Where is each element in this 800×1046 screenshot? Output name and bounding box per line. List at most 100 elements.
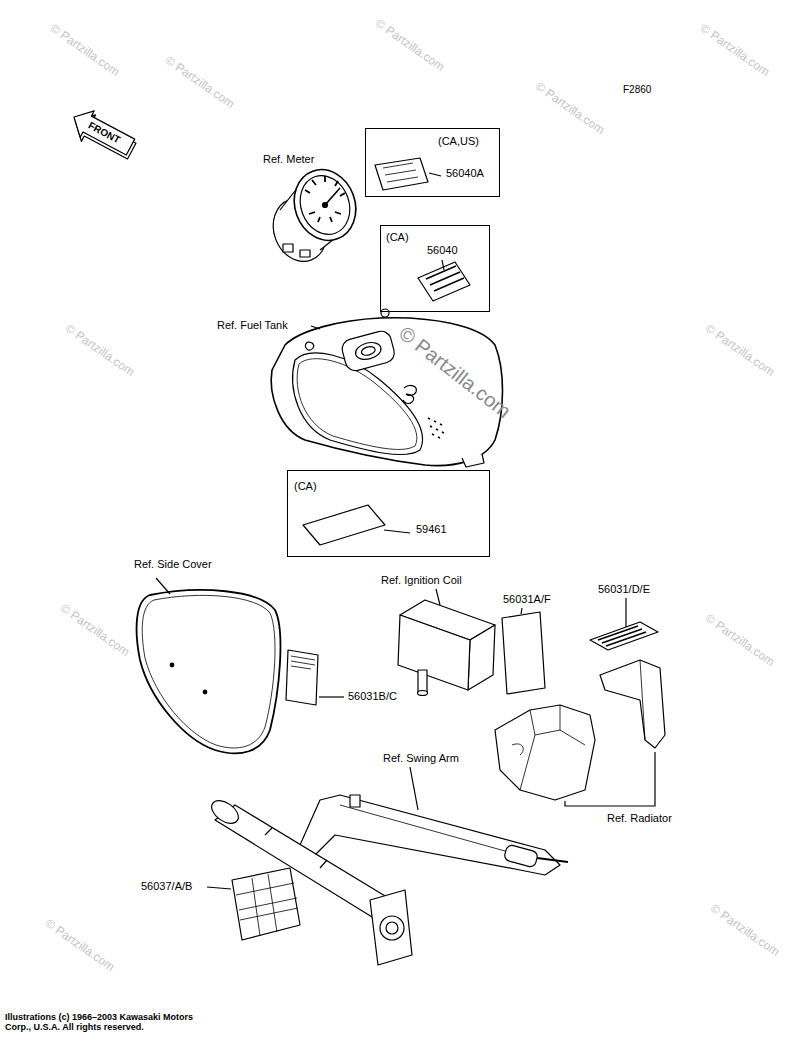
sticker-56037-part xyxy=(236,874,298,936)
radiator-illustration-part xyxy=(495,705,595,800)
sticker-56040 xyxy=(375,260,470,326)
swing-arm-illustration-part xyxy=(386,922,398,934)
watermark: © Partzilla.com xyxy=(63,321,137,379)
swing-arm-illustration-part xyxy=(380,916,404,940)
swing-arm-illustration-part xyxy=(340,805,530,858)
swing-arm-illustration-part xyxy=(537,858,568,862)
fuel-tank-illustration-part xyxy=(297,359,417,450)
sticker-56031-d-e xyxy=(590,598,658,650)
watermark: © Partzilla.com xyxy=(395,322,515,422)
radiator-illustration-part xyxy=(512,705,585,790)
sticker-56037-part xyxy=(232,868,300,940)
front-arrow xyxy=(66,104,141,165)
meter-illustration-part xyxy=(305,176,345,222)
side-cover-illustration-part xyxy=(142,595,275,748)
swing-arm-illustration-part xyxy=(300,795,560,875)
copyright-note: Illustrations (c) 1966–2003 Kawasaki Mot… xyxy=(4,1012,218,1032)
swing-arm-illustration-part xyxy=(370,890,412,965)
sticker-56031b-c xyxy=(286,650,344,705)
callout-number: 56040A xyxy=(446,167,484,180)
part-name: Ref. Radiator xyxy=(606,812,673,825)
watermark: © Partzilla.com xyxy=(703,611,777,669)
figure-number: F2860 xyxy=(622,84,652,96)
sticker-56031a-f-part xyxy=(502,612,545,694)
ignition-coil-illustration xyxy=(398,589,495,696)
region-box: (CA) 56040 xyxy=(380,225,490,312)
sticker-56031b-c-part xyxy=(286,650,318,705)
watermark: © Partzilla.com xyxy=(373,16,447,74)
sticker-56031-d-e-part xyxy=(598,626,646,646)
callout-number: 56031B/C xyxy=(347,690,398,703)
drawing-part xyxy=(66,104,665,965)
watermark: © Partzilla.com xyxy=(698,21,772,79)
swing-arm-illustration-part xyxy=(265,828,327,868)
sticker-56037-part xyxy=(207,887,231,889)
swing-arm-illustration-part xyxy=(350,795,360,807)
part-name: Ref. Swing Arm xyxy=(382,752,460,765)
side-cover-illustration-part xyxy=(203,690,207,694)
watermark: © Partzilla.com xyxy=(48,21,122,79)
sticker-56031b-c-part xyxy=(319,696,344,697)
fuel-tank-illustration-part-part xyxy=(354,340,383,362)
sticker-56040a-part xyxy=(383,163,418,182)
side-cover-illustration-part xyxy=(156,578,170,594)
sticker-56040-part xyxy=(426,266,464,291)
ignition-coil-illustration-part xyxy=(418,691,428,696)
fuel-tank-illustration xyxy=(271,318,502,467)
side-cover-illustration-part xyxy=(170,663,174,667)
callout-number: 59461 xyxy=(416,523,447,536)
swing-arm-illustration-part xyxy=(410,767,418,810)
sticker-59461-part xyxy=(303,505,385,545)
sticker-56031a-f-part xyxy=(521,608,522,614)
sticker-56031a-f xyxy=(502,608,545,694)
fuel-tank-illustration-part xyxy=(403,385,416,403)
meter-illustration-part xyxy=(300,250,310,257)
fuel-tank-illustration-part xyxy=(428,418,444,438)
swing-arm-illustration xyxy=(208,767,568,965)
part-name: Ref. Ignition Coil xyxy=(380,574,463,587)
fuel-tank-illustration-part xyxy=(340,329,397,373)
sticker-56031-d-e-part xyxy=(625,598,626,627)
sticker-56040a xyxy=(375,158,441,190)
ignition-coil-illustration-part xyxy=(398,615,470,690)
ignition-coil-illustration-part xyxy=(436,589,440,605)
region-code: (CA) xyxy=(386,231,409,244)
ignition-coil-illustration-part xyxy=(418,670,427,692)
meter-illustration-part xyxy=(292,169,358,242)
sticker-56031-d-e-part xyxy=(590,622,658,650)
region-code: (CA) xyxy=(294,480,317,493)
region-box: (CA) 59461 xyxy=(287,470,490,557)
fuel-tank-illustration-part-part xyxy=(340,329,397,373)
meter-illustration-part xyxy=(323,203,328,208)
swing-arm-illustration-part xyxy=(503,844,538,868)
sticker-56040-part xyxy=(442,260,444,270)
callout-number: 56037/A/B xyxy=(140,880,193,893)
watermark: © Partzilla.com xyxy=(43,916,117,974)
part-name: Ref. Side Cover xyxy=(133,558,213,571)
part-name: Ref. Meter xyxy=(262,153,315,166)
callout-number: 56040 xyxy=(427,244,458,257)
watermark: © Partzilla.com xyxy=(708,901,782,959)
meter-illustration-part xyxy=(284,161,365,249)
watermark: © Partzilla.com xyxy=(58,601,132,659)
meter-illustration xyxy=(265,161,366,269)
sticker-56040a-part xyxy=(375,158,428,190)
fuel-tank-illustration-part xyxy=(305,342,313,350)
sticker-56040-part xyxy=(381,309,389,317)
callout-number: 56031/D/E xyxy=(597,583,651,596)
fuel-tank-illustration-part-part xyxy=(360,345,376,356)
radiator-illustration xyxy=(495,660,665,806)
fuel-tank-illustration-part xyxy=(311,326,320,329)
side-cover-illustration-part xyxy=(137,590,281,753)
sticker-59461-part xyxy=(384,530,410,533)
callout-number: 56031A/F xyxy=(502,593,552,606)
front-arrow-part xyxy=(67,104,138,161)
front-label: FRONT xyxy=(86,120,122,147)
fuel-tank-illustration-part xyxy=(271,318,502,466)
part-name: Ref. Fuel Tank xyxy=(216,319,289,332)
sticker-56037 xyxy=(207,868,300,940)
region-box: (CA,US)56040A xyxy=(365,128,500,197)
radiator-illustration-part xyxy=(565,752,655,806)
